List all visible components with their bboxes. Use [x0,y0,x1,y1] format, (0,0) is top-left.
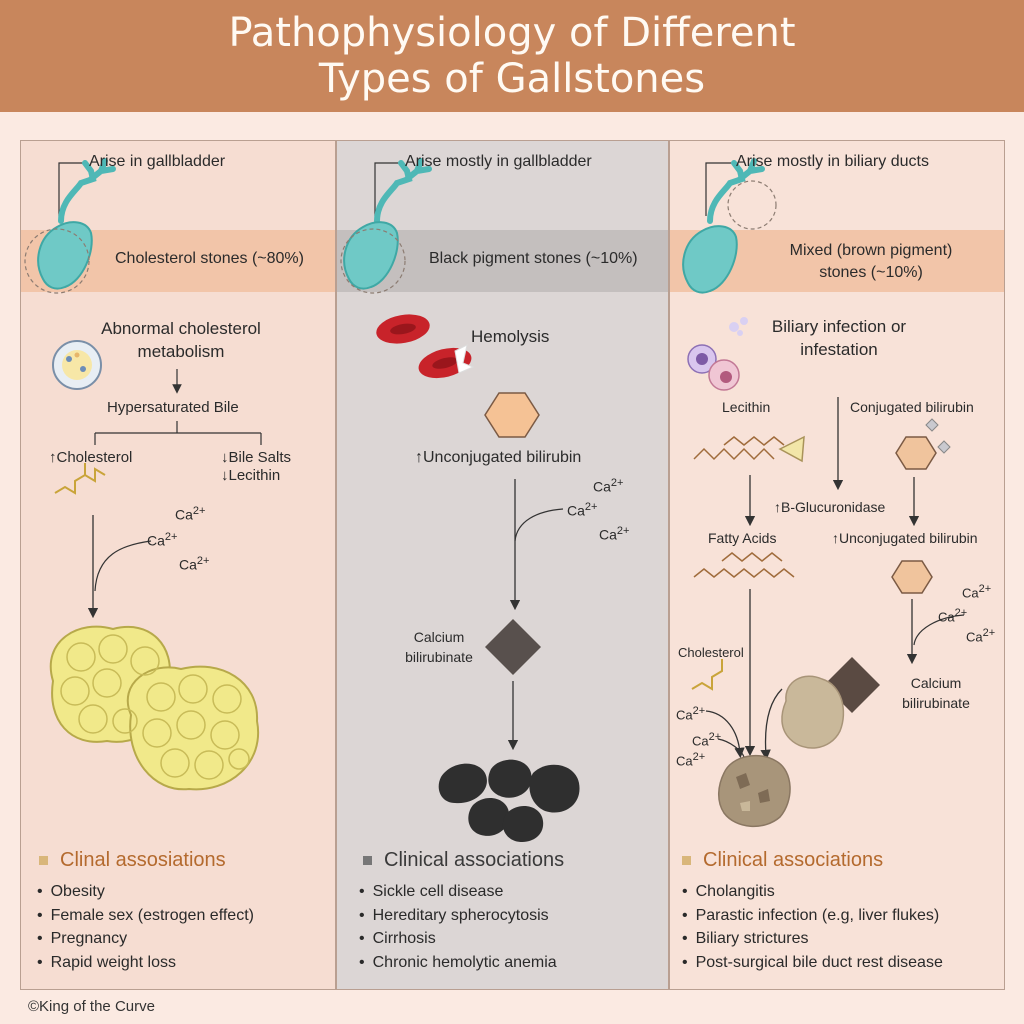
calcium-ion-label: Ca2+ [966,627,996,645]
list-item: Rapid weight loss [37,951,254,975]
branch-bile-salts: ↓Bile Salts [221,449,292,466]
list-item: Chronic hemolytic anemia [359,951,557,975]
page-title: Pathophysiology of Different Types of Ga… [228,10,796,102]
conjugated-bilirubin-label: Conjugated bilirubin [850,399,974,415]
calcium-ion-label: Ca2+ [599,525,630,543]
clinical-associations-title: Clinal assosiations [39,849,226,872]
list-item: Pregnancy [37,927,254,951]
red-blood-cell-icon [376,314,475,379]
list-item: Hereditary spherocytosis [359,904,557,928]
clinical-associations-title: Clinical associations [682,849,883,872]
header-banner: Pathophysiology of Different Types of Ga… [0,0,1024,112]
cholesterol-stone-icon [49,625,260,791]
list-item: Sickle cell disease [359,880,557,904]
calcium-ion-label: Ca2+ [938,607,968,625]
calcium-bilirubinate-icon [485,619,541,675]
location-label: Arise mostly in biliary ducts [736,153,929,170]
brown-pigment-stone-icon [718,754,791,828]
list-item: Parastic infection (e.g, liver flukes) [682,904,943,928]
clinical-associations-title: Clinical associations [363,849,564,872]
cause-label: Abnormal cholesterol metabolism [101,319,261,361]
fatty-acids-label: Fatty Acids [708,530,777,546]
black-pigment-stone-icon [438,759,580,843]
list-item: Biliary strictures [682,927,943,951]
brown-stone-intermediate-icon [781,675,845,749]
calcium-ion-label: Ca2+ [175,505,206,523]
cause-label: Biliary infection or infestation [771,317,907,359]
bullet-square-icon [363,856,372,866]
cholesterol-stones-panel: Arise in gallbladder Cholesterol stones … [20,140,336,990]
list-item: Cirrhosis [359,927,557,951]
calcium-ion-label: Ca2+ [567,501,598,519]
unconjugated-bilirubin-label: ↑Unconjugated bilirubin [832,530,978,546]
calcium-bilirubinate-label: Calcium bilirubinate [405,629,473,665]
calcium-bilirubinate-icon [824,657,880,713]
list-item: Female sex (estrogen effect) [37,904,254,928]
cholesterol-label: Cholesterol [678,645,744,660]
calcium-ion-label: Ca2+ [179,555,210,573]
hexagon-molecule-icon [895,436,937,470]
list-item: Post-surgical bile duct rest disease [682,951,943,975]
list-item: Cholangitis [682,880,943,904]
calcium-ion-label: Ca2+ [962,583,992,601]
hexagon-molecule-icon [891,560,933,594]
clinical-associations-list: Cholangitis Parastic infection (e.g, liv… [682,880,943,974]
list-item: Obesity [37,880,254,904]
location-label: Arise in gallbladder [89,153,226,170]
black-pigment-stones-panel: Arise mostly in gallbladder Black pigmen… [336,140,669,990]
copyright-footer: ©King of the Curve [28,998,155,1015]
cause-label: Hemolysis [471,327,550,346]
calcium-ion-label: Ca2+ [147,531,178,549]
mixed-brown-pigment-stones-panel: Arise mostly in biliary ducts Mixed (bro… [669,140,1005,990]
location-label: Arise mostly in gallbladder [405,153,592,170]
clinical-associations-list: Obesity Female sex (estrogen effect) Pre… [37,880,254,974]
stone-type-label: Black pigment stones (~10%) [429,250,638,267]
step-hypersaturated-bile: Hypersaturated Bile [107,399,239,416]
b-glucuronidase-label: ↑B-Glucuronidase [774,499,886,515]
branch-lecithin: ↓Lecithin [221,467,281,484]
lecithin-label: Lecithin [722,399,771,415]
bullet-square-icon [39,856,48,866]
calcium-ion-label: Ca2+ [692,731,722,749]
stone-type-label: Cholesterol stones (~80%) [115,250,304,267]
infection-cells-icon [687,317,748,391]
stone-type-label: Mixed (brown pigment) stones (~10%) [789,242,953,281]
calcium-ion-label: Ca2+ [676,705,706,723]
bullet-square-icon [682,856,691,866]
calcium-bilirubinate-label: Calcium bilirubinate [902,675,970,711]
step-unconjugated-bilirubin: ↑Unconjugated bilirubin [415,449,582,466]
calcium-ion-label: Ca2+ [593,477,624,495]
hexagon-molecule-icon [484,392,540,438]
calcium-ion-label: Ca2+ [676,751,706,769]
branch-cholesterol: ↑Cholesterol [49,449,133,466]
clinical-associations-list: Sickle cell disease Hereditary spherocyt… [359,880,557,974]
